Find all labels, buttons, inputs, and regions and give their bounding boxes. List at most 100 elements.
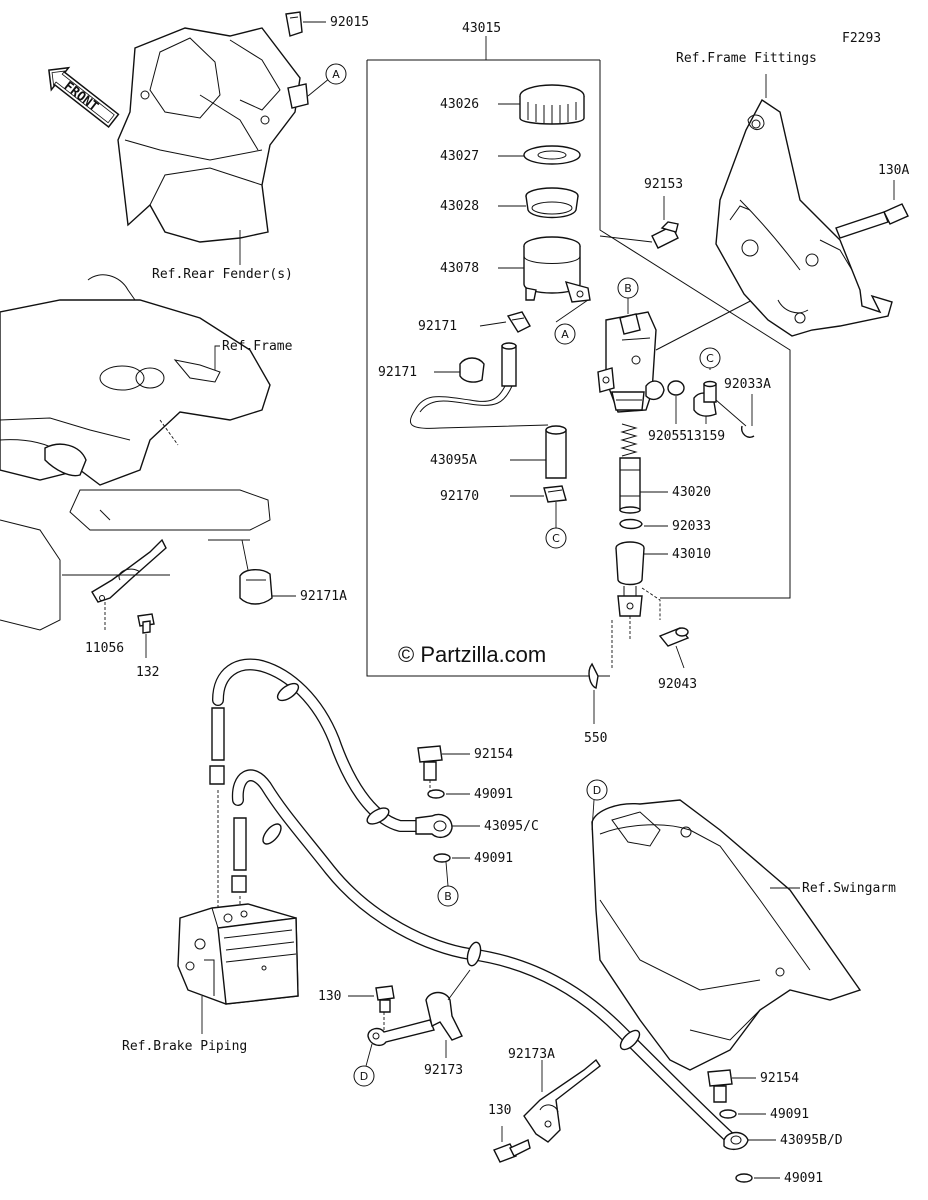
part-label-92171-upper: 92171: [418, 319, 457, 334]
part-label-43010: 43010: [672, 547, 711, 562]
frame-assembly: [0, 274, 271, 631]
part-label-11056: 11056: [85, 641, 124, 656]
svg-text:D: D: [593, 784, 601, 797]
bolt-132: [137, 613, 155, 634]
svg-text:B: B: [444, 890, 452, 903]
svg-text:B: B: [624, 282, 632, 295]
bolt-130: [375, 985, 395, 1013]
part-label-43020: 43020: [672, 485, 711, 500]
part-label-43026: 43026: [440, 97, 479, 112]
rear-fender-assembly: [117, 27, 309, 243]
svg-text:A: A: [332, 68, 340, 81]
ref-rear-fender: Ref.Rear Fender(s): [152, 267, 293, 282]
washer-49091-c: [719, 1109, 737, 1119]
bolt-130-lower: [493, 1139, 531, 1163]
master-cylinder-body: [597, 311, 665, 413]
banjo-bolt-92154-lower: [707, 1069, 733, 1103]
banjo-fitting-43095bd: [723, 1131, 749, 1151]
brake-hose-lower: [231, 769, 734, 1142]
reservoir-hose-43095a: [545, 425, 567, 479]
reservoir-cap-43026: [519, 84, 585, 125]
clip-92171-lower: [459, 357, 485, 383]
marker-a-fender: A: [325, 63, 347, 85]
part-label-43027: 43027: [440, 149, 479, 164]
part-label-43015: 43015: [462, 21, 501, 36]
marker-d-clamp: D: [353, 1065, 375, 1087]
part-label-92015: 92015: [330, 15, 369, 30]
part-label-92033: 92033: [672, 519, 711, 534]
part-label-49091-c: 49091: [770, 1107, 809, 1122]
part-label-49091-d: 49091: [784, 1171, 823, 1186]
svg-text:C: C: [706, 352, 714, 365]
watermark: © Partzilla.com: [398, 642, 546, 667]
washer-49091-d: [735, 1173, 753, 1183]
part-label-550: 550: [584, 731, 607, 746]
svg-text:A: A: [561, 328, 569, 341]
push-rod-43010: [615, 541, 645, 617]
clamp-92173: [367, 991, 463, 1047]
part-label-92033a: 92033A: [724, 377, 771, 392]
banjo-bolt-92154-upper: [417, 745, 443, 781]
diagram-code: F2293: [842, 31, 881, 46]
marker-b-cylinder: B: [617, 277, 639, 299]
part-label-92171-lower: 92171: [378, 365, 417, 380]
part-label-43095a: 43095A: [430, 453, 477, 468]
part-label-92153: 92153: [644, 177, 683, 192]
clip-92170: [543, 485, 567, 503]
part-label-92171a: 92171A: [300, 589, 347, 604]
diaphragm-43028: [525, 187, 579, 219]
part-label-49091-a: 49091: [474, 787, 513, 802]
part-label-92154-upper: 92154: [474, 747, 513, 762]
hose-end-fittings: [209, 707, 247, 912]
marker-d-swingarm: D: [586, 779, 608, 801]
part-label-132: 132: [136, 665, 159, 680]
part-label-92154-lower: 92154: [760, 1071, 799, 1086]
part-label-49091-b: 49091: [474, 851, 513, 866]
svg-text:D: D: [360, 1070, 368, 1083]
marker-c-hose: C: [545, 527, 567, 549]
pin-92043: [658, 627, 690, 647]
ref-frame-fittings: Ref.Frame Fittings: [676, 51, 817, 66]
part-label-92173: 92173: [424, 1063, 463, 1078]
circlip-92033: [619, 518, 643, 530]
part-label-13159: 13159: [686, 429, 725, 444]
brake-hose-upper: [212, 658, 426, 832]
frame-fittings-bracket: [715, 98, 893, 337]
front-direction-arrow: FRONT: [48, 66, 120, 128]
part-label-92055: 92055: [648, 429, 687, 444]
o-ring-92055: [667, 380, 685, 396]
marker-a-reservoir: A: [554, 323, 576, 345]
cotter-pin-550: [588, 662, 599, 689]
part-label-130: 130: [318, 989, 341, 1004]
ref-swingarm: Ref.Swingarm: [802, 881, 896, 896]
bolt-92153: [651, 221, 679, 249]
marker-c-connector: C: [699, 347, 721, 369]
part-label-92170: 92170: [440, 489, 479, 504]
connector-13159: [693, 380, 717, 417]
part-label-92173a: 92173A: [508, 1047, 555, 1062]
washer-49091-b: [433, 853, 451, 863]
clamp-92171a: [239, 569, 273, 605]
part-label-43028: 43028: [440, 199, 479, 214]
abs-unit: [177, 903, 299, 1005]
part-label-130a: 130A: [878, 163, 909, 178]
part-label-43095bd: 43095B/D: [780, 1133, 843, 1148]
svg-text:C: C: [552, 532, 560, 545]
clamp-92173a: [523, 1058, 601, 1143]
part-label-43095c: 43095/C: [484, 819, 539, 834]
bracket-11056: [91, 538, 167, 603]
washer-49091-a: [427, 789, 445, 799]
swingarm-assembly: [591, 799, 862, 1071]
diaphragm-plate-43027: [523, 145, 581, 165]
clip-92015: [285, 11, 303, 37]
bolt-130a: [835, 203, 909, 239]
hose-connector: [501, 342, 517, 387]
part-label-130-lower: 130: [488, 1103, 511, 1118]
ref-brake-piping: Ref.Brake Piping: [122, 1039, 247, 1054]
circlip-92033a: [740, 425, 755, 438]
spring-piston-43020: [619, 423, 641, 514]
marker-b-hose: B: [437, 885, 459, 907]
banjo-fitting-43095c: [415, 813, 453, 839]
